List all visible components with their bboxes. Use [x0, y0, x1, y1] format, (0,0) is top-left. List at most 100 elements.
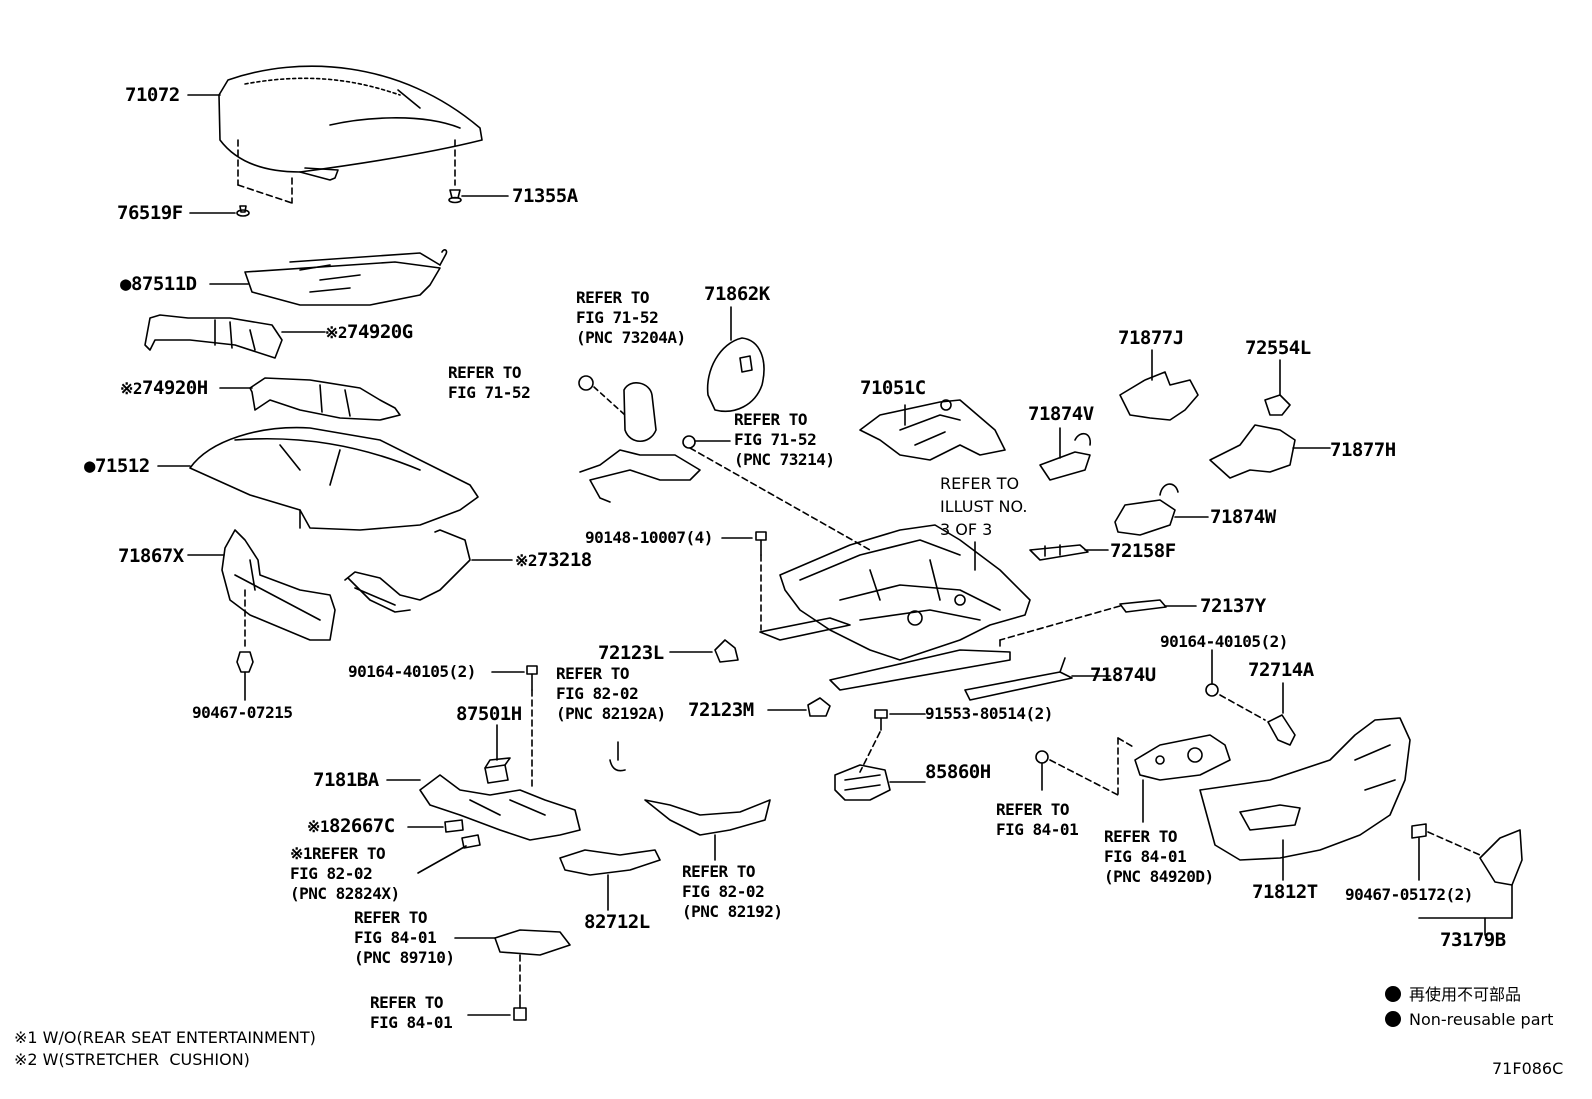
label-72123l[interactable]: 72123L [598, 642, 664, 664]
legend-non-reusable-en: Non-reusable part [1385, 1009, 1553, 1031]
label-71512[interactable]: ●71512 [84, 455, 150, 477]
label-72123m[interactable]: 72123M [688, 699, 754, 721]
label-71862k[interactable]: 71862K [704, 283, 770, 305]
refer-fig-71-52-pnc-73214[interactable]: REFER TO FIG 71-52 (PNC 73214) [734, 410, 835, 469]
label-90164-40105-right[interactable]: 90164-40105(2) [1160, 632, 1288, 651]
label-90467-05172[interactable]: 90467-05172(2) [1345, 885, 1473, 904]
label-74920g[interactable]: ※274920G [325, 321, 413, 343]
part-72137y-drawing [1119, 599, 1167, 613]
connector-82192a-drawing [609, 741, 626, 772]
bracket-82712l-drawing [559, 849, 661, 876]
refer-fig-71-52-pnc-73204a[interactable]: REFER TO FIG 71-52 (PNC 73204A) [576, 288, 686, 347]
part-71874v-drawing [1039, 432, 1091, 481]
seat-cushion-cover-drawing [218, 65, 483, 204]
non-reusable-dot: ● [84, 455, 95, 477]
part-72123l-drawing [714, 639, 739, 663]
label-87501h[interactable]: 87501H [456, 703, 522, 725]
stretcher-73218-drawing [344, 529, 471, 613]
clip-71355a-drawing [448, 189, 462, 204]
footnote-1: ※1 W/O(REAR SEAT ENTERTAINMENT) [14, 1028, 316, 1047]
connector-82667c-drawing [444, 819, 464, 833]
part-71874w-drawing [1114, 483, 1179, 536]
label-72554l[interactable]: 72554L [1245, 337, 1311, 359]
label-72714a[interactable]: 72714A [1248, 659, 1314, 681]
label-71877h[interactable]: 71877H [1330, 439, 1396, 461]
seat-cushion-pad-drawing [189, 426, 479, 531]
module-87501h-drawing [484, 757, 511, 784]
ecu-89710-drawing [494, 929, 571, 956]
label-71867x[interactable]: 71867X [118, 545, 184, 567]
seat-adjuster-frame-drawing [759, 524, 1031, 691]
note-mark: ※1 [307, 817, 330, 836]
refer-fig-82-02-pnc-82192[interactable]: REFER TO FIG 82-02 (PNC 82192) [682, 862, 783, 921]
side-cover-71867x-drawing [221, 529, 336, 641]
side-shield-71812t-drawing [1199, 717, 1411, 861]
label-72137y[interactable]: 72137Y [1200, 595, 1266, 617]
label-71874w[interactable]: 71874W [1210, 506, 1276, 528]
bolt-91553-drawing [874, 709, 888, 731]
label-85860h[interactable]: 85860H [925, 761, 991, 783]
cover-73179b-drawing [1479, 829, 1523, 886]
part-72158f-drawing [1029, 544, 1089, 561]
refer-fig-84-01-pnc-84920d[interactable]: REFER TO FIG 84-01 (PNC 84920D) [1104, 827, 1214, 886]
label-72158f[interactable]: 72158F [1110, 540, 1176, 562]
bolt-90164-left-drawing [526, 665, 538, 691]
part-72123m-drawing [807, 697, 831, 717]
part-71874u-drawing [964, 657, 1073, 701]
label-91553-80514[interactable]: 91553-80514(2) [925, 704, 1053, 723]
label-74920h[interactable]: ※274920H [120, 377, 208, 399]
figure-code: 71F086C [1492, 1059, 1564, 1078]
label-7181ba[interactable]: 7181BA [313, 769, 379, 791]
refer-fig-84-01-pnc-89710[interactable]: REFER TO FIG 84-01 (PNC 89710) [354, 908, 455, 967]
label-82667c[interactable]: ※182667C [307, 815, 395, 837]
refer-fig-71-52[interactable]: REFER TO FIG 71-52 [448, 363, 531, 402]
label-71874v[interactable]: 71874V [1028, 403, 1094, 425]
bracket-72714a-drawing [1267, 714, 1296, 746]
part-72554l-drawing [1264, 394, 1291, 416]
refer-fig-84-01[interactable]: REFER TO FIG 84-01 [996, 800, 1079, 839]
label-71877j[interactable]: 71877J [1118, 327, 1184, 349]
refer-fig-82-02-pnc-82192a[interactable]: REFER TO FIG 82-02 (PNC 82192A) [556, 664, 666, 723]
clip-76519f-drawing [236, 205, 250, 217]
refer-fig-84-01-bolt[interactable]: REFER TO FIG 84-01 [370, 993, 453, 1032]
switch-84920d-drawing [1134, 734, 1231, 781]
non-reusable-dot-icon [1385, 986, 1401, 1002]
non-reusable-dot-icon [1385, 1011, 1401, 1027]
refer-illust-3-of-3[interactable]: REFER TO ILLUST NO. 3 OF 3 [940, 474, 1028, 539]
harness-74920g-drawing [144, 314, 283, 359]
seat-heater-drawing [244, 249, 448, 306]
non-reusable-dot: ● [120, 273, 131, 295]
label-82712l[interactable]: 82712L [584, 911, 650, 933]
clip-90467-05172-drawing [1411, 823, 1427, 839]
frame-71051c-drawing [859, 399, 1006, 461]
label-90148-10007[interactable]: 90148-10007(4) [585, 528, 713, 547]
part-71877j-drawing [1119, 371, 1199, 421]
label-71874u[interactable]: 71874U [1090, 664, 1156, 686]
label-71812t[interactable]: 71812T [1252, 881, 1318, 903]
label-71051c[interactable]: 71051C [860, 377, 926, 399]
bolt-90164-right-drawing [1205, 683, 1219, 697]
clip-90467-07215-drawing [236, 651, 254, 673]
bracket-7181ba-drawing [419, 774, 581, 841]
clip-84-01-drawing [1035, 750, 1049, 791]
cover-71862k-drawing [706, 337, 765, 412]
label-73218[interactable]: ※273218 [515, 549, 592, 571]
bolt-84-01-drawing [513, 994, 527, 1021]
label-76519f[interactable]: 76519F [117, 202, 183, 224]
label-87511d[interactable]: ●87511D [120, 273, 197, 295]
refer-fig-82-02-pnc-82824x[interactable]: ※1REFER TO FIG 82-02 (PNC 82824X) [290, 844, 400, 903]
note-mark: ※2 [325, 323, 348, 342]
label-73179b[interactable]: 73179B [1440, 929, 1506, 951]
label-90467-07215[interactable]: 90467-07215 [192, 703, 293, 722]
label-71355a[interactable]: 71355A [512, 185, 578, 207]
harness-74920h-drawing [249, 377, 401, 421]
harness-82192-drawing [644, 799, 771, 836]
knob-73204a-drawing [578, 375, 701, 503]
motor-85860h-drawing [834, 764, 891, 801]
label-90164-40105-left[interactable]: 90164-40105(2) [348, 662, 476, 681]
note-mark: ※1 [290, 844, 313, 863]
legend-non-reusable-jp: 再使用不可部品 [1385, 984, 1521, 1006]
label-71072[interactable]: 71072 [125, 84, 180, 106]
connector-82824x-drawing [461, 834, 481, 849]
